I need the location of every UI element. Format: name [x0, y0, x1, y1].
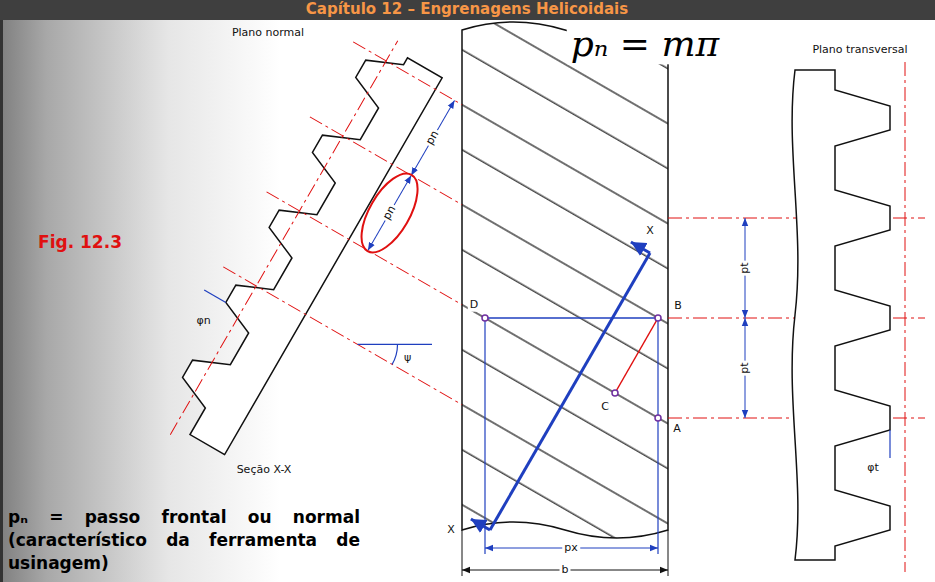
projection-line [353, 42, 462, 105]
construction-line [484, 318, 485, 554]
pitch-line [170, 41, 397, 435]
angle-label: φn [196, 315, 210, 328]
normal-pitch-dimension [368, 175, 411, 250]
point-marker [482, 315, 488, 321]
projection-line [310, 117, 462, 205]
pressure-angle-line [889, 430, 890, 458]
dimension-label: px [562, 542, 580, 555]
highlight-ellipse [350, 165, 429, 261]
section-mark: X [445, 524, 457, 537]
section-arrow [631, 242, 650, 253]
section-label: Seção X-X [237, 464, 292, 477]
point-label: D [468, 299, 480, 312]
angle-label: ψ [402, 352, 413, 365]
title-band [0, 0, 935, 20]
angle-arc [392, 344, 397, 364]
gear-face [462, 22, 668, 538]
plane-label: Plano normal [232, 27, 304, 40]
dimension-label: pn [423, 127, 443, 149]
slide-border [0, 0, 3, 582]
pressure-angle-line [204, 290, 226, 303]
angle-label: φt [867, 462, 879, 475]
projection-line [223, 267, 462, 405]
extension-line [668, 530, 669, 576]
dimension-label: pn [380, 202, 400, 224]
construction-line [485, 317, 658, 319]
extension-line [462, 530, 463, 576]
section-line [490, 253, 650, 530]
dimension-label: pt [739, 360, 752, 375]
reference-line [358, 344, 433, 345]
point-label: C [599, 401, 611, 414]
point-label: B [672, 300, 684, 313]
dimension-label: pt [739, 260, 752, 275]
normal-pitch-line [615, 318, 658, 393]
definition-note: pₙ = passo frontal ou normal (caracterís… [8, 506, 360, 575]
transverse-rack-section [792, 70, 890, 560]
point-marker [655, 315, 661, 321]
point-marker [655, 415, 661, 421]
center-line [905, 62, 906, 572]
section-mark: X [644, 225, 656, 238]
plane-label: Plano transversal [812, 44, 907, 57]
construction-line [657, 318, 658, 554]
point-label: A [671, 423, 683, 436]
normal-rack-section [160, 40, 442, 454]
figure-number: Fig. 12.3 [38, 233, 122, 253]
slide-title: Capítulo 12 – Engrenagens Helicoidais [306, 1, 628, 18]
point-marker [612, 390, 618, 396]
normal-pitch-dimension [411, 100, 454, 175]
pitch-formula: pₙ = mπ [567, 23, 723, 64]
section-arrow [471, 519, 490, 530]
dimension-label: b [560, 564, 571, 577]
